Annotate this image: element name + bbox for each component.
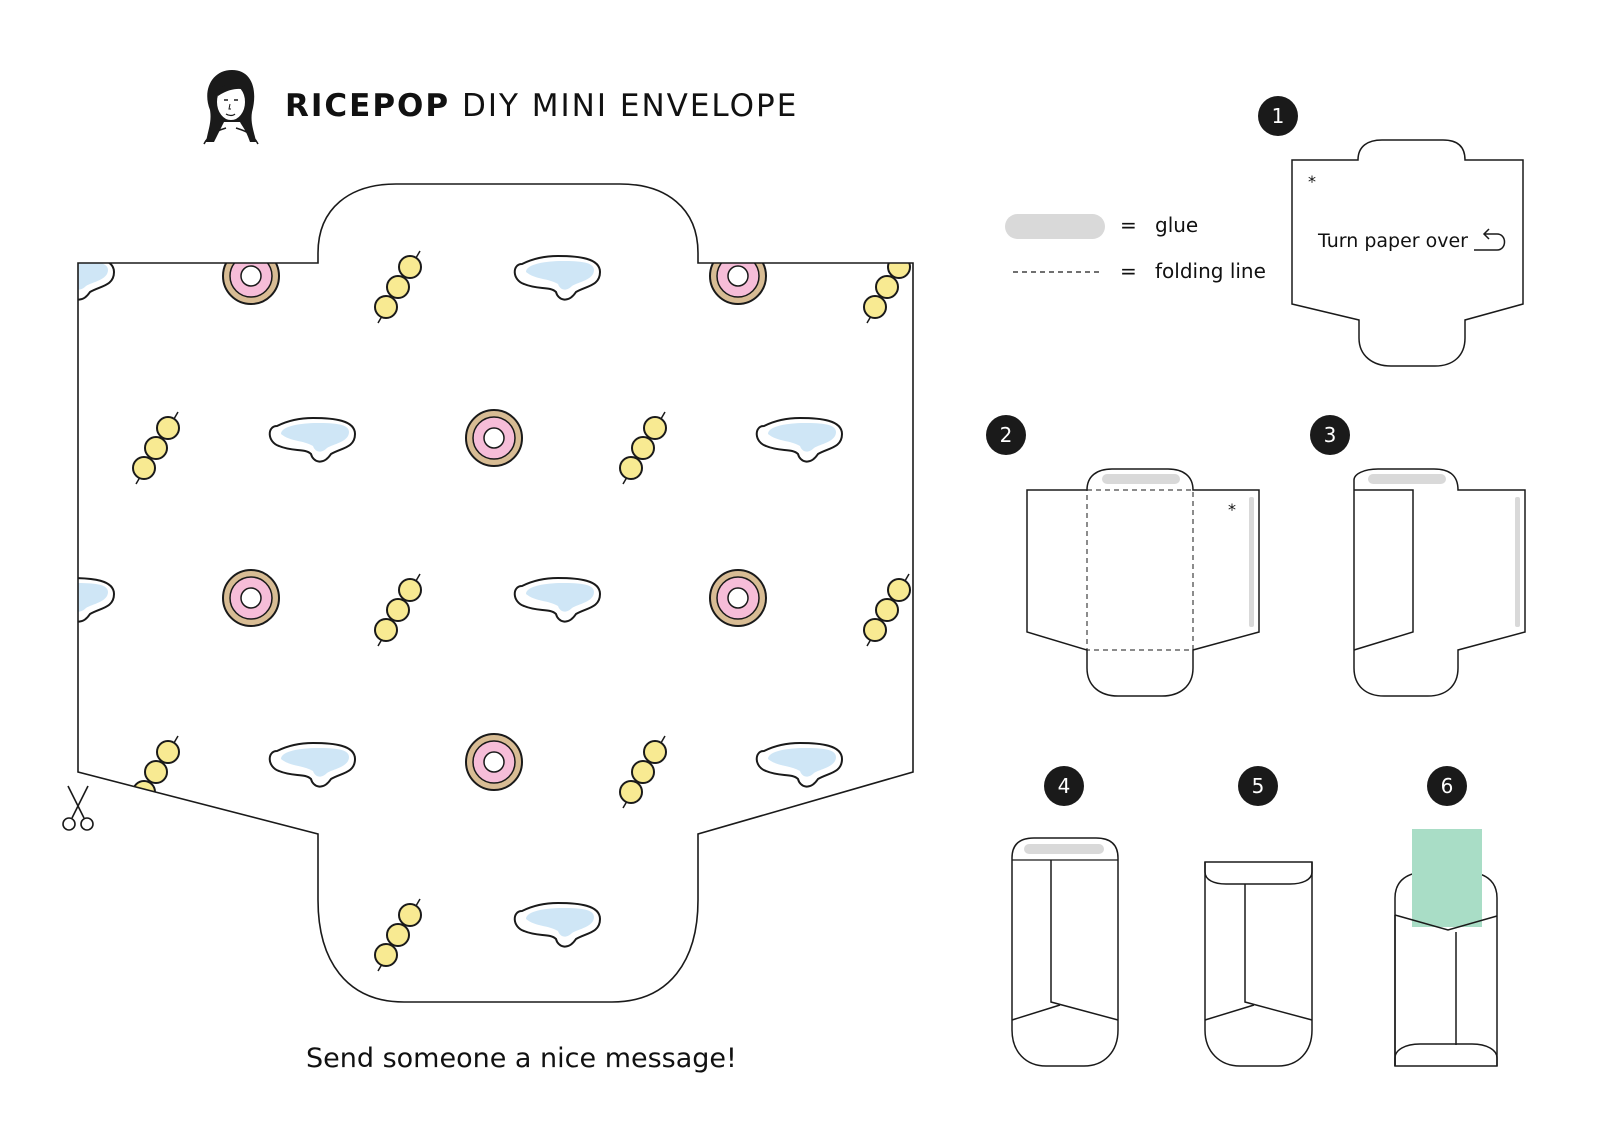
- step-badge-3: 3: [1310, 415, 1350, 455]
- glue-swatch: [1005, 214, 1105, 239]
- step-badge-4: 4: [1044, 766, 1084, 806]
- legend-eq-glue: =: [1120, 213, 1137, 237]
- step1-envelope: [1291, 139, 1524, 367]
- legend-fold-label: folding line: [1155, 259, 1266, 283]
- step-badge-6: 6: [1427, 766, 1467, 806]
- step5-envelope: [1204, 861, 1313, 1067]
- step-badge-5: 5: [1238, 766, 1278, 806]
- step4-envelope: [1011, 837, 1119, 1067]
- step1-asterisk: *: [1308, 172, 1316, 191]
- title-rest: DIY MINI ENVELOPE: [461, 88, 799, 124]
- page-title: RICEPOP DIY MINI ENVELOPE: [285, 88, 798, 124]
- step-badge-1: 1: [1258, 96, 1298, 136]
- legend-eq-fold: =: [1120, 259, 1137, 283]
- brand-name: RICEPOP: [285, 88, 451, 124]
- turn-over-arrow-icon: [1474, 228, 1506, 251]
- step2-asterisk: *: [1228, 500, 1236, 519]
- message-card: [1412, 829, 1482, 927]
- step-badge-2: 2: [986, 415, 1026, 455]
- legend-glue-label: glue: [1155, 213, 1199, 237]
- footer-message: Send someone a nice message!: [306, 1043, 737, 1074]
- step3-envelope: [1353, 468, 1526, 697]
- turn-paper-over-text: Turn paper over: [1318, 230, 1468, 252]
- step2-envelope: [1026, 468, 1260, 697]
- scissors-icon: [62, 785, 94, 831]
